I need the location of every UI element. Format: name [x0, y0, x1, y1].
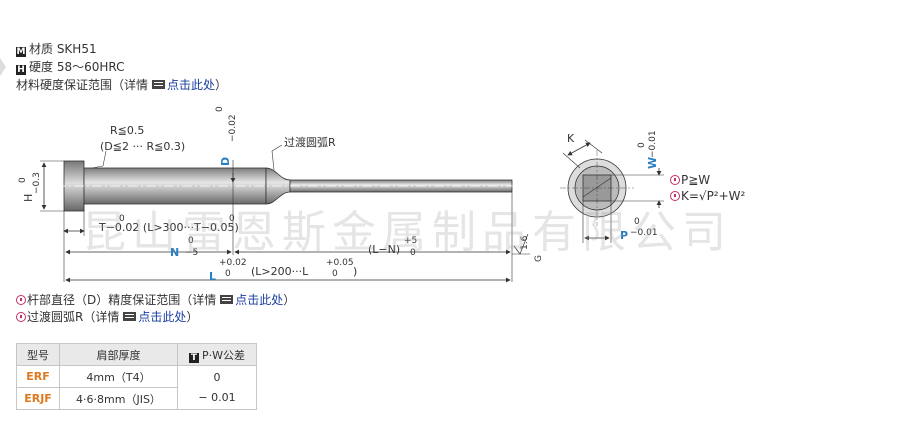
l-sub-close: ) — [353, 265, 358, 278]
d-label: D — [219, 156, 232, 166]
material-text: 材质 SKH51 — [29, 42, 97, 56]
row-thickness: 4mm（T4） — [59, 365, 178, 388]
l-tol-bottom: 0 — [225, 269, 231, 279]
header-model: 型号 — [16, 343, 60, 366]
ln-tol-bottom: 0 — [410, 248, 416, 258]
w-tol-top: 0 — [637, 142, 647, 148]
arc-note-close: ） — [186, 310, 199, 324]
h-label-group: H — [22, 194, 35, 202]
shaft-note: 杆部直径（D）精度保证范围（详情 点击此处） — [16, 291, 295, 308]
pin-icon — [16, 312, 26, 322]
book-icon — [152, 80, 166, 89]
roughness-base: G — [534, 255, 544, 262]
row-code: ERF — [16, 365, 60, 388]
w-label-group: W — [641, 157, 660, 169]
guarantee-line: 材料硬度保证范围（详情 点击此处） — [16, 76, 227, 93]
table-row: ERJF 4·6·8mm（JIS） — [16, 387, 257, 410]
note1-text: P≧W — [681, 173, 711, 187]
n-tol-bottom: −5 — [185, 248, 199, 258]
left-scroll-arrow[interactable] — [0, 58, 6, 76]
arc-note: 过渡圆弧R（详情 点击此处） — [16, 308, 198, 325]
r-sub-label: (D≦2 ··· R≦0.3) — [100, 140, 186, 153]
note2-text: K=√P²+W² — [681, 189, 746, 203]
row-thickness: 4·6·8mm（JIS） — [59, 387, 178, 410]
book-icon — [220, 295, 234, 304]
w-label: W — [646, 156, 659, 169]
w-tol-bottom: −0.01 — [648, 130, 658, 158]
header-tolerance-text: P·W公差 — [201, 348, 245, 362]
row-tolerance: 0 − 0.01 — [177, 365, 257, 410]
pin-icon — [670, 191, 680, 201]
l-sub-tol-top: +0.05 — [326, 258, 354, 268]
t-tol-b: 0 — [229, 214, 235, 224]
tolerance-top: 0 — [213, 370, 221, 384]
p-label: P — [620, 229, 629, 242]
t-label: T−0.02 (L>300···T−0.05) — [99, 221, 239, 234]
k-label: K — [567, 132, 575, 145]
guarantee-link[interactable]: 点击此处 — [167, 78, 216, 92]
p-tol-top: 0 — [634, 217, 640, 227]
shaft-note-text: 杆部直径（D）精度保证范围（详情 — [27, 293, 217, 307]
ejector-pin-drawing — [40, 139, 664, 283]
n-tol-top: 0 — [188, 236, 194, 246]
tolerance-bottom: − 0.01 — [198, 390, 236, 404]
h-label: H — [22, 193, 35, 202]
hardness-text: 硬度 58～60HRC — [29, 60, 125, 74]
header-thickness: 肩部厚度 — [59, 343, 178, 366]
hardness-icon: H — [16, 65, 26, 75]
table-row: ERF 4mm（T4） 0 − 0.01 — [16, 365, 257, 410]
pin-icon — [670, 175, 680, 185]
material-icon: M — [16, 47, 26, 57]
arc-label: 过渡圆弧R — [284, 136, 336, 149]
book-icon — [123, 312, 137, 321]
n-label: N — [170, 246, 180, 259]
p-tol-bottom: −0.01 — [630, 228, 658, 238]
note-p-ge-w: P≧W — [670, 173, 710, 187]
shaft-note-close: ） — [283, 293, 296, 307]
tolerance-icon: T — [188, 352, 199, 363]
t-tol-a: 0 — [119, 214, 125, 224]
ln-label: (L−N) — [368, 243, 401, 256]
r-label: R≦0.5 — [110, 124, 145, 137]
l-sub-label: (L>200···L — [251, 265, 309, 278]
shaft-note-link[interactable]: 点击此处 — [235, 293, 284, 307]
l-label: L — [209, 270, 217, 283]
d-tol-top: 0 — [215, 106, 225, 112]
l-tol-top: +0.02 — [219, 258, 247, 268]
ln-tol-top: +5 — [404, 236, 418, 246]
h-tol-bottom: −0.3 — [32, 172, 42, 194]
row-code: ERJF — [16, 387, 60, 410]
roughness-label: 1.6 — [520, 235, 530, 250]
pin-icon — [16, 295, 26, 305]
note-k-formula: K=√P²+W² — [670, 189, 745, 203]
l-sub-tol-bottom: 0 — [332, 269, 338, 279]
guarantee-close: ） — [215, 78, 228, 92]
p-label-group: P — [620, 224, 628, 243]
d-tol-bottom: −0.02 — [228, 114, 238, 142]
l-label-group: L — [209, 265, 216, 284]
h-tol-top: 0 — [18, 177, 28, 183]
arc-note-text: 过渡圆弧R（详情 — [27, 310, 120, 324]
arc-note-link[interactable]: 点击此处 — [138, 310, 187, 324]
n-label-group: N — [170, 241, 179, 260]
guarantee-text: 材料硬度保证范围（详情 — [16, 78, 149, 92]
